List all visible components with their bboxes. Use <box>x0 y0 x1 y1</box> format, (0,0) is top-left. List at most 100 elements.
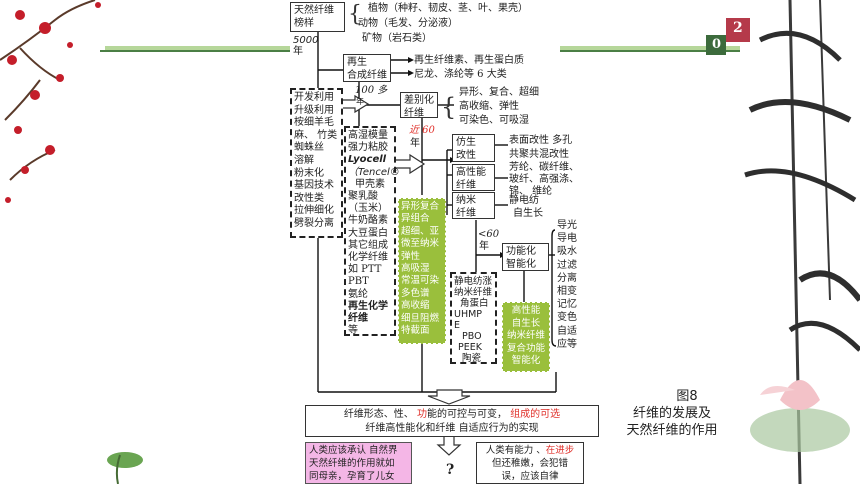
bionic-line-1: 仿生 <box>456 137 476 148</box>
regen-item: 氨纶 <box>348 288 368 300</box>
left-item: 麻、 竹类 <box>294 129 338 141</box>
diff-out-3: 可染色、可吸湿 <box>459 115 529 126</box>
differential-outputs: 异形、复合、超细 高收缩、弹性 可染色、可吸湿 <box>459 86 539 128</box>
summary-part-red: 组成的可选 <box>510 409 561 420</box>
pink-line: 天然纤维的作用就如 <box>309 458 395 469</box>
ability-part-red: 在进步 <box>545 445 575 456</box>
regen-item: 聚乳酸 <box>348 191 378 203</box>
regenerated-synthetic-box: 再生 合成纤维 <box>343 54 391 82</box>
regenerated-chemical-fiber-box: 高湿模量 强力粘胶 Lyocell （Tencel® 甲壳素 聚乳酸 （玉米） … <box>344 126 400 336</box>
regen-box-line-1: 再生 <box>347 57 367 68</box>
func-out: 自适 <box>557 325 577 337</box>
pink-line: 同母亲，孕育了儿女 <box>309 471 395 482</box>
green-mid-item: 特截面 <box>401 325 430 337</box>
regen-box-line-2: 合成纤维 <box>347 70 387 81</box>
caption-line-3: 天然纤维的作用 <box>626 423 718 438</box>
root-box-line-1: 天然纤维 <box>294 5 334 16</box>
green-mid-item: 异组合 <box>401 213 430 225</box>
summary-box: 纤维形态、性、 功能的可控与可变， 组成的可选 纤维高性能化和纤维 自适应行为的… <box>305 405 599 437</box>
brace-differential: { <box>441 93 457 121</box>
human-nature-pink-box: 人类应该承认 自然界 天然纤维的作用就如 同母亲，孕育了儿女 <box>305 442 412 484</box>
nano-line-1: 纳米 <box>456 195 476 206</box>
natural-fiber-root-box: 天然纤维 榜样 <box>290 2 345 32</box>
left-item: 开发利用 <box>294 92 334 103</box>
regen-output-1: 再生纤维素、再生蛋白质 <box>414 55 524 66</box>
diff-out-2: 高收缩、弹性 <box>459 101 519 112</box>
dash2-item: 角蛋白 <box>460 298 489 309</box>
high-performance-box: 高性能 纤维 <box>452 164 495 191</box>
plant-fiber-text: 植物（种籽、韧皮、茎、叶、果壳） <box>368 3 528 14</box>
era-100-unit: 年 <box>356 97 364 106</box>
era-100-label: 100 多 <box>355 85 388 96</box>
func-line-1: 功能化 <box>506 246 536 257</box>
bionic-out-2: 共聚共混改性 <box>509 149 569 160</box>
green-mid-item: 多色谱 <box>401 287 430 299</box>
regen-item: 其它组成 <box>348 239 388 251</box>
dash2-item: 陶瓷 <box>462 353 482 364</box>
era-5000-unit: 年 <box>293 46 303 57</box>
func-line-2: 智能化 <box>506 259 536 270</box>
caption-line-2: 纤维的发展及 <box>632 406 711 421</box>
func-out: 分离 <box>557 272 577 284</box>
left-item: 升级利用 <box>294 104 334 116</box>
brace-natural: { <box>348 2 362 27</box>
green-mid-item: 超细、亚 <box>401 225 440 237</box>
regen-item: 如 PTT <box>348 264 382 276</box>
func-out: 相变 <box>557 286 577 298</box>
diff-out-1: 异形、复合、超细 <box>459 87 539 98</box>
green-right-item: 自生长 <box>511 317 541 329</box>
regen-item: （Tencel® <box>348 166 400 178</box>
regen-item: 大豆蛋白 <box>348 227 388 239</box>
nano-line-2: 纤维 <box>456 208 476 219</box>
green-mid-item: 常温可染 <box>401 275 440 287</box>
summary-part: 能的可控与可变， <box>427 409 507 420</box>
green-mid-item: 高收缩 <box>401 300 430 312</box>
slide-number-box-1 <box>706 35 726 55</box>
sprout-decoration <box>107 452 143 484</box>
green-mid-item: 微至纳米 <box>401 238 440 250</box>
green-right-item: 智能化 <box>511 355 541 366</box>
left-item: 劈裂分离 <box>294 217 334 229</box>
dash2-item: 纳米纤维 <box>454 287 493 298</box>
nano-fiber-box: 纳米 纤维 <box>452 192 495 219</box>
era-5000-label: 5000 <box>293 35 319 46</box>
human-ability-box: 人类有能力 、在进步 但还稚嫩，会犯错 误，应该自律 <box>476 442 584 484</box>
left-item: 改性类 <box>294 192 324 204</box>
regen-item: 强力粘胶 <box>348 142 388 154</box>
ability-part: 人类有能力 、 <box>485 445 546 456</box>
ability-line-1: 人类有能力 、在进步 <box>480 444 580 457</box>
bionic-box: 仿生 改性 <box>452 134 495 162</box>
hiperf-line-2: 纤维 <box>456 180 476 191</box>
bionic-line-2: 改性 <box>456 150 476 161</box>
regen-item: 化学纤维 <box>348 252 388 264</box>
regen-item: 甲壳素 <box>355 178 385 190</box>
ability-line-3: 误，应该自律 <box>501 471 559 482</box>
slide-number-digit-1: 0 <box>712 37 722 52</box>
smart-fiber-green-box: 高性能 自生长 纳米纤维 复合功能 智能化 <box>502 302 550 372</box>
hiperf-out-2: 玻纤、高强涤、 <box>509 174 579 185</box>
high-performance-outputs: 芳纶、碳纤维、 玻纤、高强涤、 锦、 维纶 <box>509 162 579 198</box>
differential-features-green-box: 异形复合 异组合 超细、亚 微至纳米 弹性 高吸湿 常温可染 多色谱 高收缩 细… <box>398 198 446 344</box>
left-item: 桉细羊毛 <box>294 117 334 129</box>
differential-fiber-box: 差别化 纤维 <box>400 92 438 119</box>
diff-box-line-2: 纤维 <box>404 108 424 119</box>
green-mid-item: 高吸湿 <box>401 263 430 275</box>
nano-out-1: 静电纺 <box>509 195 539 206</box>
func-out: 过滤 <box>557 259 577 271</box>
advanced-nano-dashed-box: 静电纺涨 纳米纤维 角蛋白 UHMP E PBO PEEK 陶瓷 <box>450 272 497 364</box>
functional-intelligent-box: 功能化 智能化 <box>502 243 549 271</box>
caption-figure-number: 图8 <box>676 389 698 404</box>
left-development-box: 开发利用 升级利用 桉细羊毛 麻、 竹类 蜘蛛丝 溶解 粉末化 基因技术 改性类… <box>290 88 343 238</box>
dash2-item: UHMP <box>454 309 483 320</box>
func-out: 记忆 <box>557 299 577 311</box>
question-mark: ? <box>446 462 455 478</box>
green-right-item: 复合功能 <box>506 342 545 354</box>
summary-line-1: 纤维形态、性、 功能的可控与可变， 组成的可选 <box>309 408 595 422</box>
bionic-outputs: 表面改性 多孔 共聚共混改性 <box>509 134 572 162</box>
func-out: 导光 <box>557 220 577 231</box>
regen-item: 高湿模量 <box>348 130 388 141</box>
func-out: 吸水 <box>557 246 577 258</box>
regen-item: PBT <box>348 276 369 288</box>
figure-caption: 图8 纤维的发展及 天然纤维的作用 <box>612 388 732 439</box>
